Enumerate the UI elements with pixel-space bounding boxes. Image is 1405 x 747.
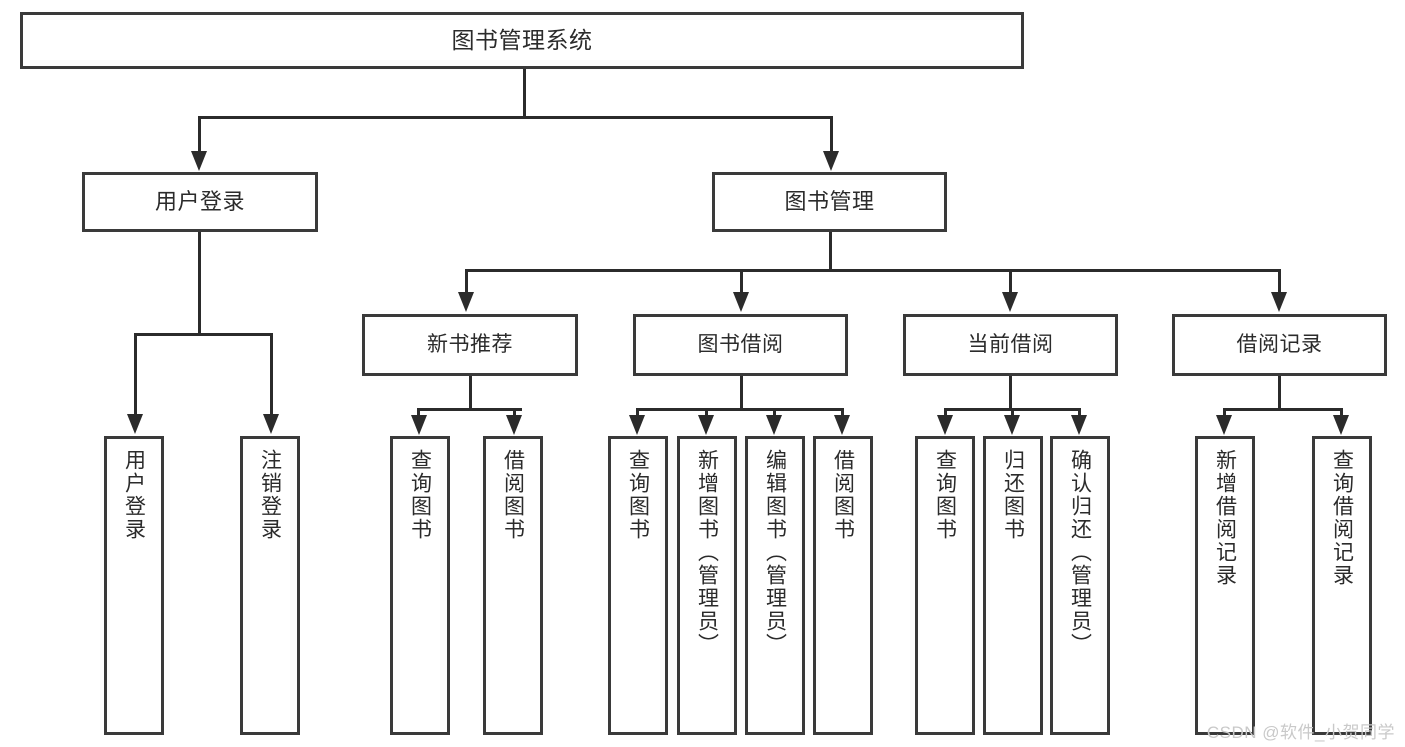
arrowhead-leaf-query-record	[1333, 415, 1349, 435]
edge-current-borrow-drop-1	[944, 408, 947, 420]
arrowhead-leaf-add-book	[698, 415, 714, 435]
node-leaf-confirm-return[interactable]: 确认归还（管理员）	[1050, 436, 1110, 735]
node-leaf-query-book-1[interactable]: 查询图书	[390, 436, 450, 735]
edge-book-manage-drop-2	[740, 269, 743, 294]
edge-current-borrow-drop-3	[1078, 408, 1081, 420]
node-leaf-edit-book-label: 编辑图书（管理员）	[763, 449, 787, 656]
node-current-borrow-label: 当前借阅	[967, 332, 1054, 356]
arrowhead-current-borrow	[1002, 292, 1018, 312]
node-leaf-add-record[interactable]: 新增借阅记录	[1195, 436, 1255, 735]
edge-current-borrow-drop-2	[1011, 408, 1014, 420]
edge-book-manage-drop-1	[465, 269, 468, 294]
node-leaf-query-record[interactable]: 查询借阅记录	[1312, 436, 1372, 735]
node-leaf-borrow-book-2-label: 借阅图书	[831, 449, 855, 541]
node-leaf-query-book-1-label: 查询图书	[408, 449, 432, 541]
watermark: CSDN @软件_小贺同学	[1206, 723, 1395, 742]
arrowhead-leaf-user-login	[127, 414, 143, 434]
edge-borrow-record-drop-1	[1223, 408, 1226, 420]
edge-root-drop-2	[830, 116, 833, 153]
node-leaf-return-book-label: 归还图书	[1001, 449, 1025, 541]
node-book-borrow[interactable]: 图书借阅	[633, 314, 848, 376]
arrowhead-leaf-confirm-return	[1071, 415, 1087, 435]
node-leaf-query-book-2[interactable]: 查询图书	[608, 436, 668, 735]
node-root[interactable]: 图书管理系统	[20, 12, 1024, 69]
arrowhead-book-borrow	[733, 292, 749, 312]
node-user-login-label: 用户登录	[154, 189, 245, 215]
edge-book-manage-stem	[829, 232, 832, 271]
arrowhead-leaf-borrow-book-1	[506, 415, 522, 435]
node-leaf-logout[interactable]: 注销登录	[240, 436, 300, 735]
arrowhead-user-login	[191, 151, 207, 171]
arrowhead-new-book-recommend	[458, 292, 474, 312]
node-leaf-add-book[interactable]: 新增图书（管理员）	[677, 436, 737, 735]
arrowhead-borrow-record	[1271, 292, 1287, 312]
edge-user-login-drop-1	[134, 333, 137, 416]
node-leaf-user-login-label: 用户登录	[122, 449, 146, 541]
node-leaf-logout-label: 注销登录	[258, 449, 282, 541]
edge-book-manage-bus	[465, 269, 1279, 272]
node-new-book-recommend-label: 新书推荐	[427, 332, 513, 356]
node-leaf-confirm-return-label: 确认归还（管理员）	[1068, 449, 1092, 656]
arrowhead-leaf-query-book-2	[629, 415, 645, 435]
node-book-borrow-label: 图书借阅	[697, 332, 784, 356]
node-leaf-add-book-label: 新增图书（管理员）	[695, 449, 719, 656]
node-leaf-borrow-book-2[interactable]: 借阅图书	[813, 436, 873, 735]
edge-book-borrow-drop-1	[636, 408, 639, 420]
arrowhead-leaf-add-record	[1216, 415, 1232, 435]
edge-root-drop-1	[198, 116, 201, 153]
edge-book-borrow-drop-3	[773, 408, 776, 420]
edge-borrow-record-stem	[1278, 376, 1281, 410]
node-leaf-return-book[interactable]: 归还图书	[983, 436, 1043, 735]
edge-new-book-recommend-drop-1	[417, 408, 420, 420]
node-user-login[interactable]: 用户登录	[82, 172, 318, 232]
node-leaf-borrow-book-1[interactable]: 借阅图书	[483, 436, 543, 735]
node-leaf-query-book-3-label: 查询图书	[933, 449, 957, 541]
edge-new-book-recommend-stem	[469, 376, 472, 410]
arrowhead-leaf-return-book	[1004, 415, 1020, 435]
edge-root-stem	[523, 69, 526, 118]
edge-book-borrow-stem	[740, 376, 743, 410]
edge-user-login-bus	[134, 333, 273, 336]
node-book-manage-label: 图书管理	[784, 189, 875, 215]
edge-book-manage-drop-3	[1009, 269, 1012, 294]
edge-borrow-record-drop-2	[1340, 408, 1343, 420]
node-new-book-recommend[interactable]: 新书推荐	[362, 314, 578, 376]
node-leaf-query-book-2-label: 查询图书	[626, 449, 650, 541]
edge-new-book-recommend-drop-2	[513, 408, 516, 420]
node-leaf-query-record-label: 查询借阅记录	[1330, 449, 1354, 587]
edge-user-login-drop-2	[270, 333, 273, 416]
edge-book-borrow-bus	[636, 408, 843, 411]
arrowhead-leaf-edit-book	[766, 415, 782, 435]
edge-book-manage-drop-4	[1278, 269, 1281, 294]
arrowhead-leaf-logout	[263, 414, 279, 434]
node-borrow-record[interactable]: 借阅记录	[1172, 314, 1387, 376]
node-leaf-borrow-book-1-label: 借阅图书	[501, 449, 525, 541]
edge-user-login-stem	[198, 232, 201, 335]
edge-borrow-record-bus	[1223, 408, 1341, 411]
node-current-borrow[interactable]: 当前借阅	[903, 314, 1118, 376]
arrowhead-leaf-borrow-book-2	[834, 415, 850, 435]
edge-new-book-recommend-bus	[417, 408, 522, 411]
edge-book-borrow-drop-4	[841, 408, 844, 420]
node-leaf-edit-book[interactable]: 编辑图书（管理员）	[745, 436, 805, 735]
node-root-label: 图书管理系统	[451, 27, 593, 54]
arrowhead-leaf-query-book-3	[937, 415, 953, 435]
arrowhead-leaf-query-book-1	[411, 415, 427, 435]
edge-root-bus	[198, 116, 832, 119]
node-leaf-user-login[interactable]: 用户登录	[104, 436, 164, 735]
node-borrow-record-label: 借阅记录	[1236, 332, 1323, 356]
node-leaf-query-book-3[interactable]: 查询图书	[915, 436, 975, 735]
edge-current-borrow-stem	[1009, 376, 1012, 410]
node-leaf-add-record-label: 新增借阅记录	[1213, 449, 1237, 587]
edge-book-borrow-drop-2	[705, 408, 708, 420]
arrowhead-book-manage	[823, 151, 839, 171]
node-book-manage[interactable]: 图书管理	[712, 172, 947, 232]
